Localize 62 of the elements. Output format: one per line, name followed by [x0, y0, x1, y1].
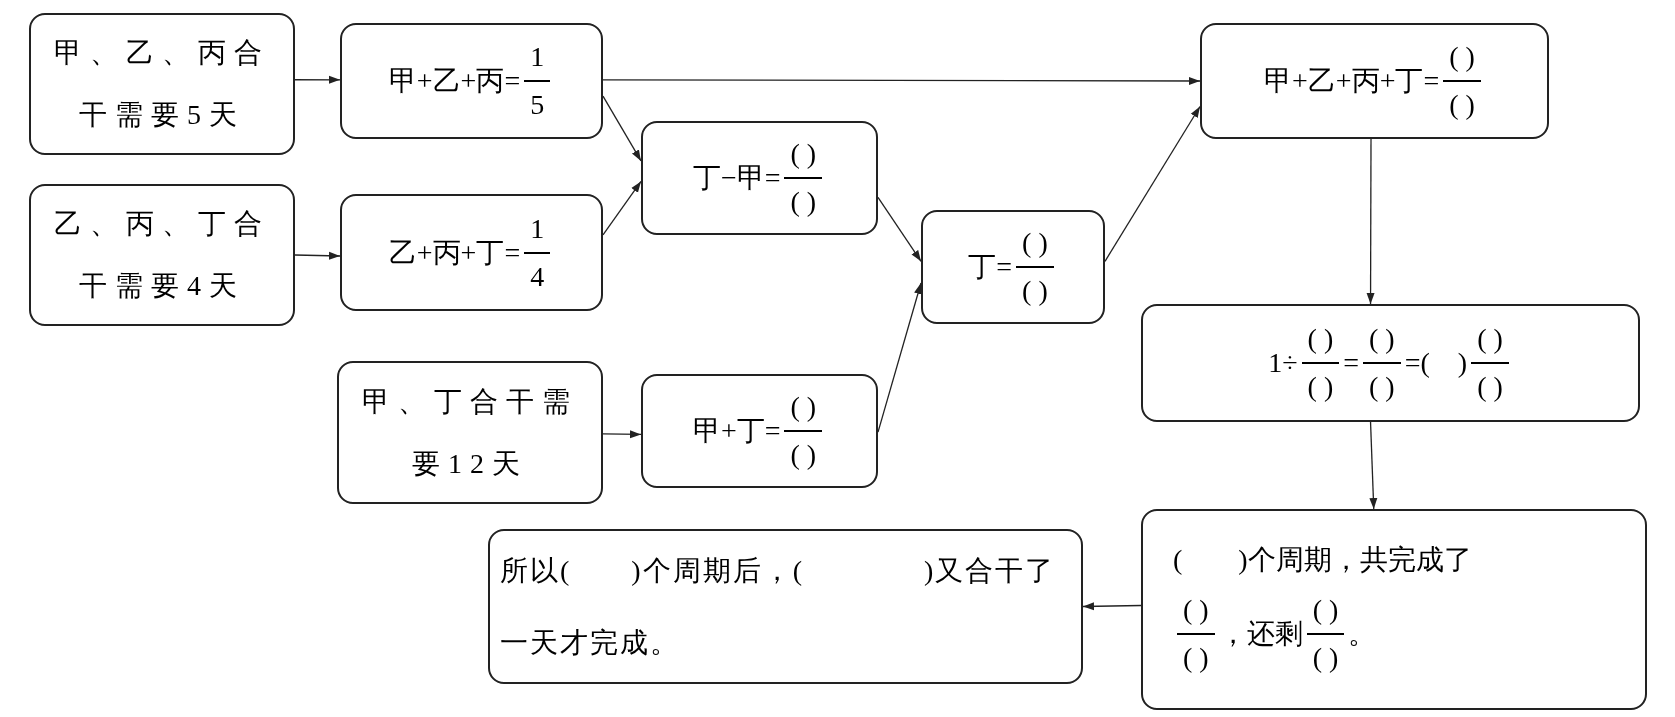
process-box	[337, 361, 603, 504]
arrow	[602, 180, 642, 236]
node-text: ( )个周期，共完成了	[1173, 542, 1472, 577]
fraction-denominator: ( )	[1448, 88, 1476, 122]
node-text: 1÷	[1268, 346, 1298, 380]
arrow	[294, 251, 341, 260]
arrow	[602, 77, 1201, 85]
fraction-denominator: ( )	[1368, 370, 1396, 404]
node-text: 甲+丁=	[692, 414, 781, 448]
process-box	[1200, 23, 1549, 139]
process-box	[1141, 304, 1640, 422]
fraction-numerator: ( )	[1306, 322, 1335, 356]
node-text: ，还剩	[1218, 616, 1303, 651]
arrow	[877, 196, 922, 262]
process-box	[488, 529, 1083, 684]
node-text: 丁=	[968, 250, 1013, 284]
fraction-numerator: ( )	[1311, 592, 1340, 627]
fraction-numerator: ( )	[789, 137, 818, 171]
fraction-numerator: 1	[529, 211, 546, 246]
node-text: =( )	[1404, 346, 1468, 380]
node-text: 。	[1348, 616, 1377, 651]
process-box	[1141, 509, 1647, 710]
node-text: 甲、丁合干需要12天	[361, 384, 579, 481]
arrow	[294, 75, 341, 84]
node-text: =	[1343, 346, 1360, 380]
fraction-denominator: 5	[529, 88, 546, 122]
fraction-denominator: ( )	[789, 438, 818, 472]
fraction-denominator: ( )	[1311, 640, 1340, 675]
process-box	[29, 13, 295, 155]
process-box	[29, 184, 295, 326]
fraction-numerator: ( )	[1476, 322, 1504, 356]
process-box	[641, 374, 878, 488]
fraction-numerator: ( )	[1182, 592, 1210, 627]
fraction-numerator: ( )	[1021, 226, 1049, 260]
node-text: 甲、乙、丙合干需要5天	[53, 36, 271, 132]
arrow	[1369, 421, 1378, 510]
process-box	[921, 210, 1105, 324]
fraction-denominator: ( )	[1476, 370, 1504, 404]
fraction-denominator: 4	[529, 259, 546, 294]
arrow	[602, 95, 642, 162]
node-text: 所以( )个周期后，( )又合干了一天才完成。	[500, 553, 1057, 660]
fraction-numerator: 1	[529, 40, 546, 74]
fraction-denominator: ( )	[789, 185, 818, 219]
node-text: 甲+乙+丙=	[388, 64, 521, 98]
process-box	[340, 194, 603, 311]
arrow	[1082, 602, 1142, 611]
node-text: 乙+丙+丁=	[388, 235, 521, 270]
arrow	[1104, 105, 1201, 262]
fraction-denominator: ( )	[1021, 274, 1049, 308]
fraction-numerator: ( )	[1448, 40, 1476, 74]
node-text: 丁−甲=	[692, 161, 781, 195]
node-text: 甲+乙+丙+丁=	[1264, 64, 1440, 98]
fraction-denominator: ( )	[1306, 370, 1335, 404]
fraction-denominator: ( )	[1182, 640, 1210, 675]
arrow	[1366, 138, 1375, 305]
fraction-numerator: ( )	[789, 390, 818, 424]
process-box	[340, 23, 603, 139]
process-box	[641, 121, 878, 235]
fraction-numerator: ( )	[1368, 322, 1396, 356]
arrow	[877, 282, 922, 433]
arrow	[602, 430, 642, 439]
node-text: 乙、丙、丁合干需要4天	[53, 207, 271, 303]
